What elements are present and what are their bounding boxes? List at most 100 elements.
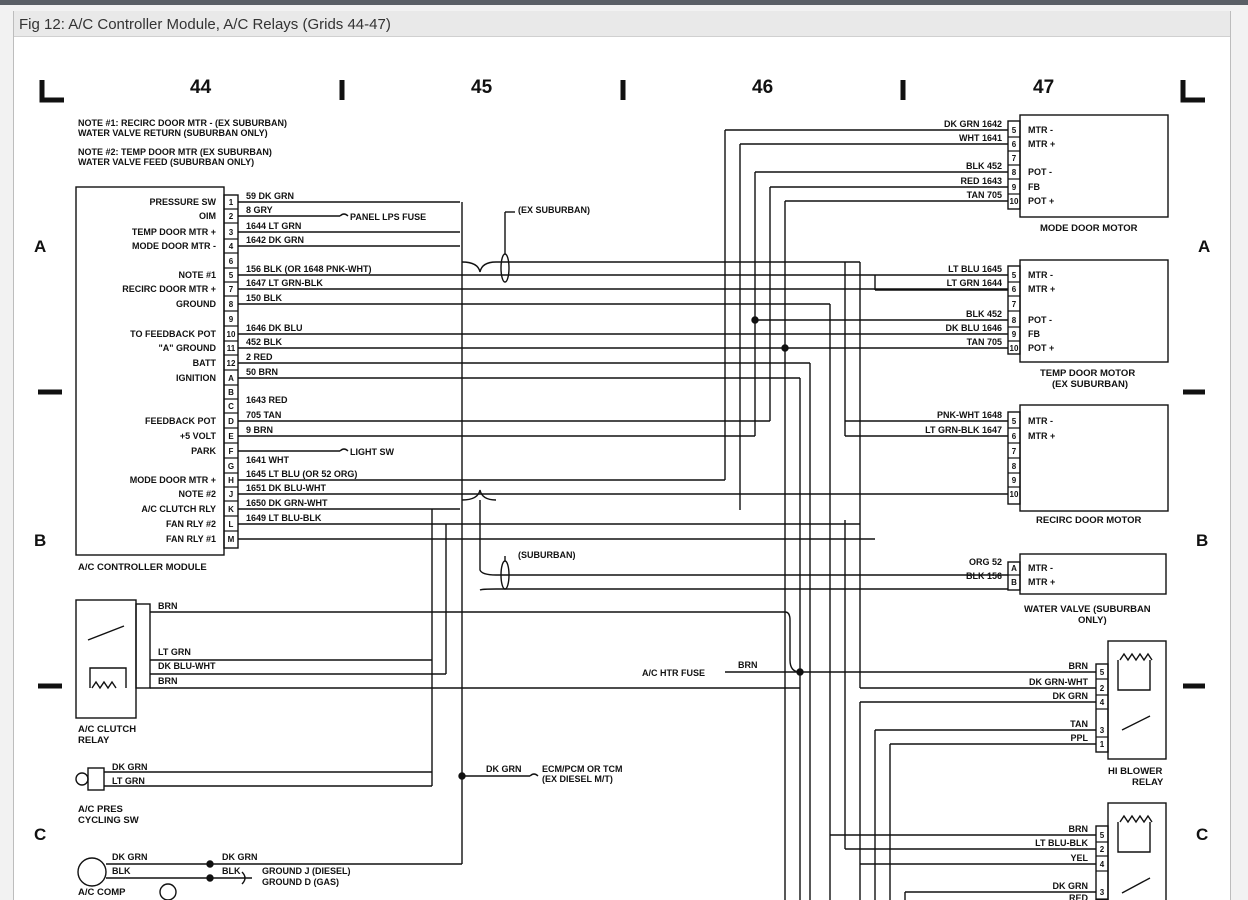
mode-door-motor-pin-number: 10 [1010,197,1019,206]
recirc-door-motor-pin-number: 5 [1012,417,1017,426]
mode-door-motor-wire-label: TAN 705 [967,190,1002,200]
clutch-relay-wire-4: BRN [158,676,178,686]
controller-wire-label: 1650 DK GRN-WHT [246,498,328,508]
mode-door-motor-pin-number: 7 [1012,154,1017,163]
controller-pin-number: G [228,462,234,471]
temp-door-motor-pin-number: 8 [1012,316,1017,325]
panel-lps-fuse-label: PANEL LPS FUSE [350,212,426,222]
row-letter-a-right: A [1198,237,1210,256]
clutch-relay-wire-2: LT GRN [158,647,191,657]
controller-pin-label: GROUND [176,299,216,309]
bottom-relay-pin-number: 3 [1100,888,1105,897]
temp-door-motor-pin-number: 6 [1012,285,1017,294]
comp-wire-1: DK GRN [112,852,148,862]
temp-door-motor-pin-number: 10 [1010,344,1019,353]
row-letter-c-left: C [34,825,46,844]
suburban-label: (SUBURBAN) [518,550,576,560]
controller-wire-label: 2 RED [246,352,273,362]
controller-pin-number: C [228,402,234,411]
grid-number-46: 46 [752,77,773,98]
note-2-line-1: NOTE #2: TEMP DOOR MTR (EX SUBURBAN) [78,147,272,157]
controller-pin-number: B [228,388,234,397]
controller-pin-label: RECIRC DOOR MTR + [122,284,216,294]
controller-pin-label: A/C CLUTCH RLY [141,504,216,514]
hi-blower-relay-wire-label: BRN [1069,661,1089,671]
note-1-line-1: NOTE #1: RECIRC DOOR MTR - (EX SUBURBAN) [78,118,287,128]
pres-sw-wire-2: LT GRN [112,776,145,786]
temp-door-motor-function-label: POT + [1028,343,1054,353]
controller-wire-label: 1641 WHT [246,455,290,465]
recirc-door-motor-pin-number: 7 [1012,447,1017,456]
temp-door-motor-function-label: MTR + [1028,284,1055,294]
temp-door-motor-pin-number: 7 [1012,300,1017,309]
controller-pin-label: +5 VOLT [180,431,217,441]
recirc-door-motor-pin-number: 10 [1010,490,1019,499]
bottom-relay-pin-number: 4 [1100,860,1105,869]
temp-door-motor-function-label: MTR - [1028,270,1053,280]
hi-blower-relay-pin-number: 4 [1100,698,1105,707]
water-valve-pin-number: B [1011,578,1017,587]
mode-door-motor-title: MODE DOOR MOTOR [1040,223,1138,234]
ecm-label: ECM/PCM OR TCM [542,764,623,774]
bottom-relay-wire-label: YEL [1070,853,1088,863]
hi-blower-relay-wire-label: DK GRN-WHT [1029,677,1088,687]
temp-door-motor-function-label: FB [1028,329,1040,339]
row-letter-c-right: C [1196,825,1208,844]
mode-door-motor-wire-label: RED 1643 [960,176,1002,186]
controller-pin-label: IGNITION [176,373,216,383]
comp-wire-4: BLK [222,866,241,876]
controller-pin-number: A [228,374,234,383]
controller-pin-label: MODE DOOR MTR - [132,241,216,251]
mode-door-motor-pin-number: 9 [1012,183,1017,192]
controller-wire-label: 1643 RED [246,395,288,405]
recirc-door-motor-function-label: MTR - [1028,416,1053,426]
ac-htr-fuse-label: A/C HTR FUSE [642,668,705,678]
note-2-line-2: WATER VALVE FEED (SUBURBAN ONLY) [78,157,254,167]
temp-door-motor-pin-number: 5 [1012,271,1017,280]
mode-door-motor-wire-label: BLK 452 [966,161,1002,171]
controller-wire-label: 1649 LT BLU-BLK [246,513,322,523]
recirc-door-motor-wire-label: PNK-WHT 1648 [937,410,1002,420]
mode-door-motor-function-label: MTR - [1028,125,1053,135]
controller-pin-number: 5 [229,271,234,280]
hi-blower-relay-pin-number: 3 [1100,726,1105,735]
hi-blower-relay-pin-number: 1 [1100,740,1105,749]
hi-blower-relay-wire-label: DK GRN [1053,691,1089,701]
mode-door-motor-pin-number: 5 [1012,126,1017,135]
controller-pin-label: PRESSURE SW [149,197,216,207]
hi-blower-relay-title: HI BLOWER [1108,766,1162,777]
controller-pin-number: 12 [227,359,236,368]
hi-blower-relay-title-2: RELAY [1132,777,1164,788]
recirc-door-motor-function-label: MTR + [1028,431,1055,441]
controller-pin-label: PARK [191,446,216,456]
figure-caption-bar: Fig 12: A/C Controller Module, A/C Relay… [14,11,1230,37]
controller-wire-label: 1651 DK BLU-WHT [246,483,327,493]
water-valve-title-2: ONLY) [1078,615,1107,626]
clutch-relay-wire-1: BRN [158,601,178,611]
controller-wire-label: 1642 DK GRN [246,235,304,245]
note-1-line-2: WATER VALVE RETURN (SUBURBAN ONLY) [78,128,268,138]
controller-pin-label: FEEDBACK POT [145,416,217,426]
controller-pin-number: 11 [227,344,236,353]
recirc-door-motor-wire-label: LT GRN-BLK 1647 [925,425,1002,435]
water-valve-function-label: MTR + [1028,577,1055,587]
pres-sw-title-2: CYCLING SW [78,815,139,826]
controller-pin-number: H [228,476,234,485]
controller-wire-label: 9 BRN [246,425,273,435]
ac-htr-fuse-wire: BRN [738,660,758,670]
recirc-door-motor-pin-number: 6 [1012,432,1017,441]
mode-door-motor-wire-label: WHT 1641 [959,133,1002,143]
water-valve-wire-label: ORG 52 [969,557,1002,567]
controller-pin-number: 7 [229,285,234,294]
bottom-relay-wire-label: BRN [1069,824,1089,834]
hi-blower-relay-wire-label: TAN [1070,719,1088,729]
clutch-relay-wire-3: DK BLU-WHT [158,661,216,671]
temp-door-motor-wire-label: DK BLU 1646 [945,323,1002,333]
controller-wire-label: 1646 DK BLU [246,323,303,333]
temp-door-motor-wire-label: LT GRN 1644 [947,278,1002,288]
controller-pin-number: 8 [229,300,234,309]
